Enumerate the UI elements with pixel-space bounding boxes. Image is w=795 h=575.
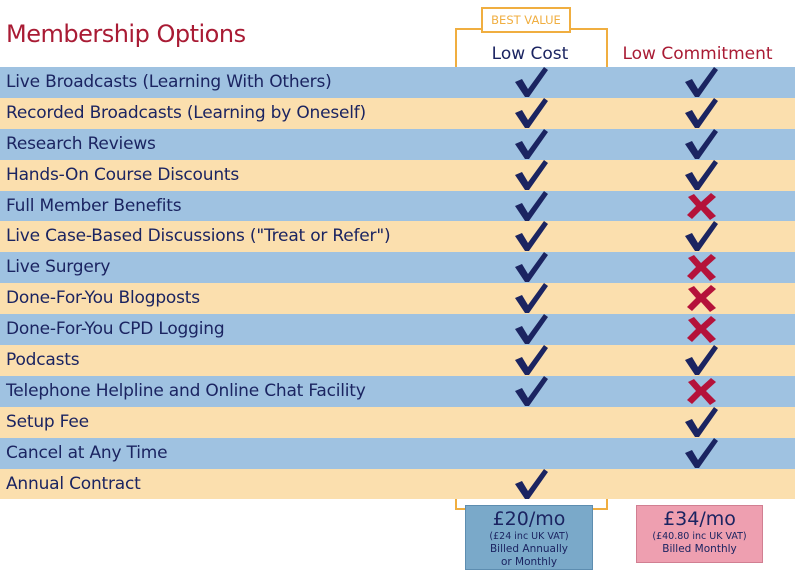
table-row: Telephone Helpline and Online Chat Facil…: [0, 374, 795, 408]
feature-label: Live Surgery: [6, 257, 111, 278]
checkmark-icon: [513, 281, 549, 315]
cross-icon: [683, 189, 719, 223]
table-row: Cancel at Any Time: [0, 436, 795, 470]
table-row: Live Case-Based Discussions ("Treat or R…: [0, 219, 795, 253]
price-box-low-cost[interactable]: £20/mo (£24 inc UK VAT) Billed Annually …: [465, 505, 593, 570]
column-header-low-cost: Low Cost: [491, 44, 569, 64]
feature-label: Setup Fee: [6, 411, 89, 432]
column-header-low-commitment: Low Commitment: [622, 44, 773, 64]
checkmark-icon: [513, 374, 549, 408]
cross-icon: [683, 374, 719, 408]
table-row: Done-For-You Blogposts: [0, 281, 795, 315]
checkmark-icon: [513, 189, 549, 223]
table-row: Done-For-You CPD Logging: [0, 312, 795, 346]
checkmark-icon: [513, 65, 549, 99]
feature-label: Live Case-Based Discussions ("Treat or R…: [6, 226, 391, 247]
price-vat: (£24 inc UK VAT): [489, 531, 569, 542]
table-row: Hands-On Course Discounts: [0, 158, 795, 192]
table-row: Recorded Broadcasts (Learning by Oneself…: [0, 96, 795, 130]
table-row: Annual Contract: [0, 467, 795, 501]
checkmark-icon: [683, 343, 719, 377]
checkmark-icon: [513, 219, 549, 253]
table-row: Live Broadcasts (Learning With Others): [0, 67, 795, 98]
feature-label: Done-For-You CPD Logging: [6, 319, 225, 340]
feature-label: Hands-On Course Discounts: [6, 164, 240, 185]
checkmark-icon: [683, 436, 719, 470]
feature-label: Recorded Broadcasts (Learning by Oneself…: [6, 102, 366, 123]
checkmark-icon: [683, 158, 719, 192]
feature-label: Cancel at Any Time: [6, 442, 168, 463]
checkmark-icon: [513, 127, 549, 161]
checkmark-icon: [683, 65, 719, 99]
checkmark-icon: [513, 158, 549, 192]
price-box-low-commitment[interactable]: £34/mo (£40.80 inc UK VAT) Billed Monthl…: [636, 505, 763, 563]
cross-icon: [683, 250, 719, 284]
table-row: Research Reviews: [0, 127, 795, 161]
price-billing: Billed Annually: [489, 543, 569, 555]
table-row: Setup Fee: [0, 405, 795, 439]
price-vat: (£40.80 inc UK VAT): [652, 531, 747, 542]
checkmark-icon: [683, 405, 719, 439]
feature-label: Podcasts: [6, 350, 80, 371]
best-value-badge: BEST VALUE: [481, 7, 571, 33]
page-title: Membership Options: [6, 20, 246, 48]
feature-label: Annual Contract: [6, 473, 141, 494]
table-row: Full Member Benefits: [0, 189, 795, 223]
checkmark-icon: [513, 312, 549, 346]
price-billing: Billed Monthly: [662, 543, 737, 555]
feature-label: Full Member Benefits: [6, 195, 182, 216]
checkmark-icon: [683, 96, 719, 130]
table-row: Podcasts: [0, 345, 795, 376]
price-billing: or Monthly: [500, 556, 558, 568]
price-amount: £34/mo: [663, 508, 736, 530]
feature-label: Live Broadcasts (Learning With Others): [6, 72, 332, 92]
feature-label: Telephone Helpline and Online Chat Facil…: [6, 380, 366, 401]
feature-label: Research Reviews: [6, 133, 156, 154]
checkmark-icon: [513, 467, 549, 501]
cross-icon: [683, 281, 719, 315]
checkmark-icon: [513, 250, 549, 284]
checkmark-icon: [513, 343, 549, 377]
checkmark-icon: [513, 96, 549, 130]
feature-comparison-table: Live Broadcasts (Learning With Others) Re…: [0, 67, 795, 501]
cross-icon: [683, 312, 719, 346]
price-amount: £20/mo: [492, 508, 566, 530]
table-row: Live Surgery: [0, 250, 795, 284]
feature-label: Done-For-You Blogposts: [6, 288, 200, 309]
checkmark-icon: [683, 219, 719, 253]
checkmark-icon: [683, 127, 719, 161]
